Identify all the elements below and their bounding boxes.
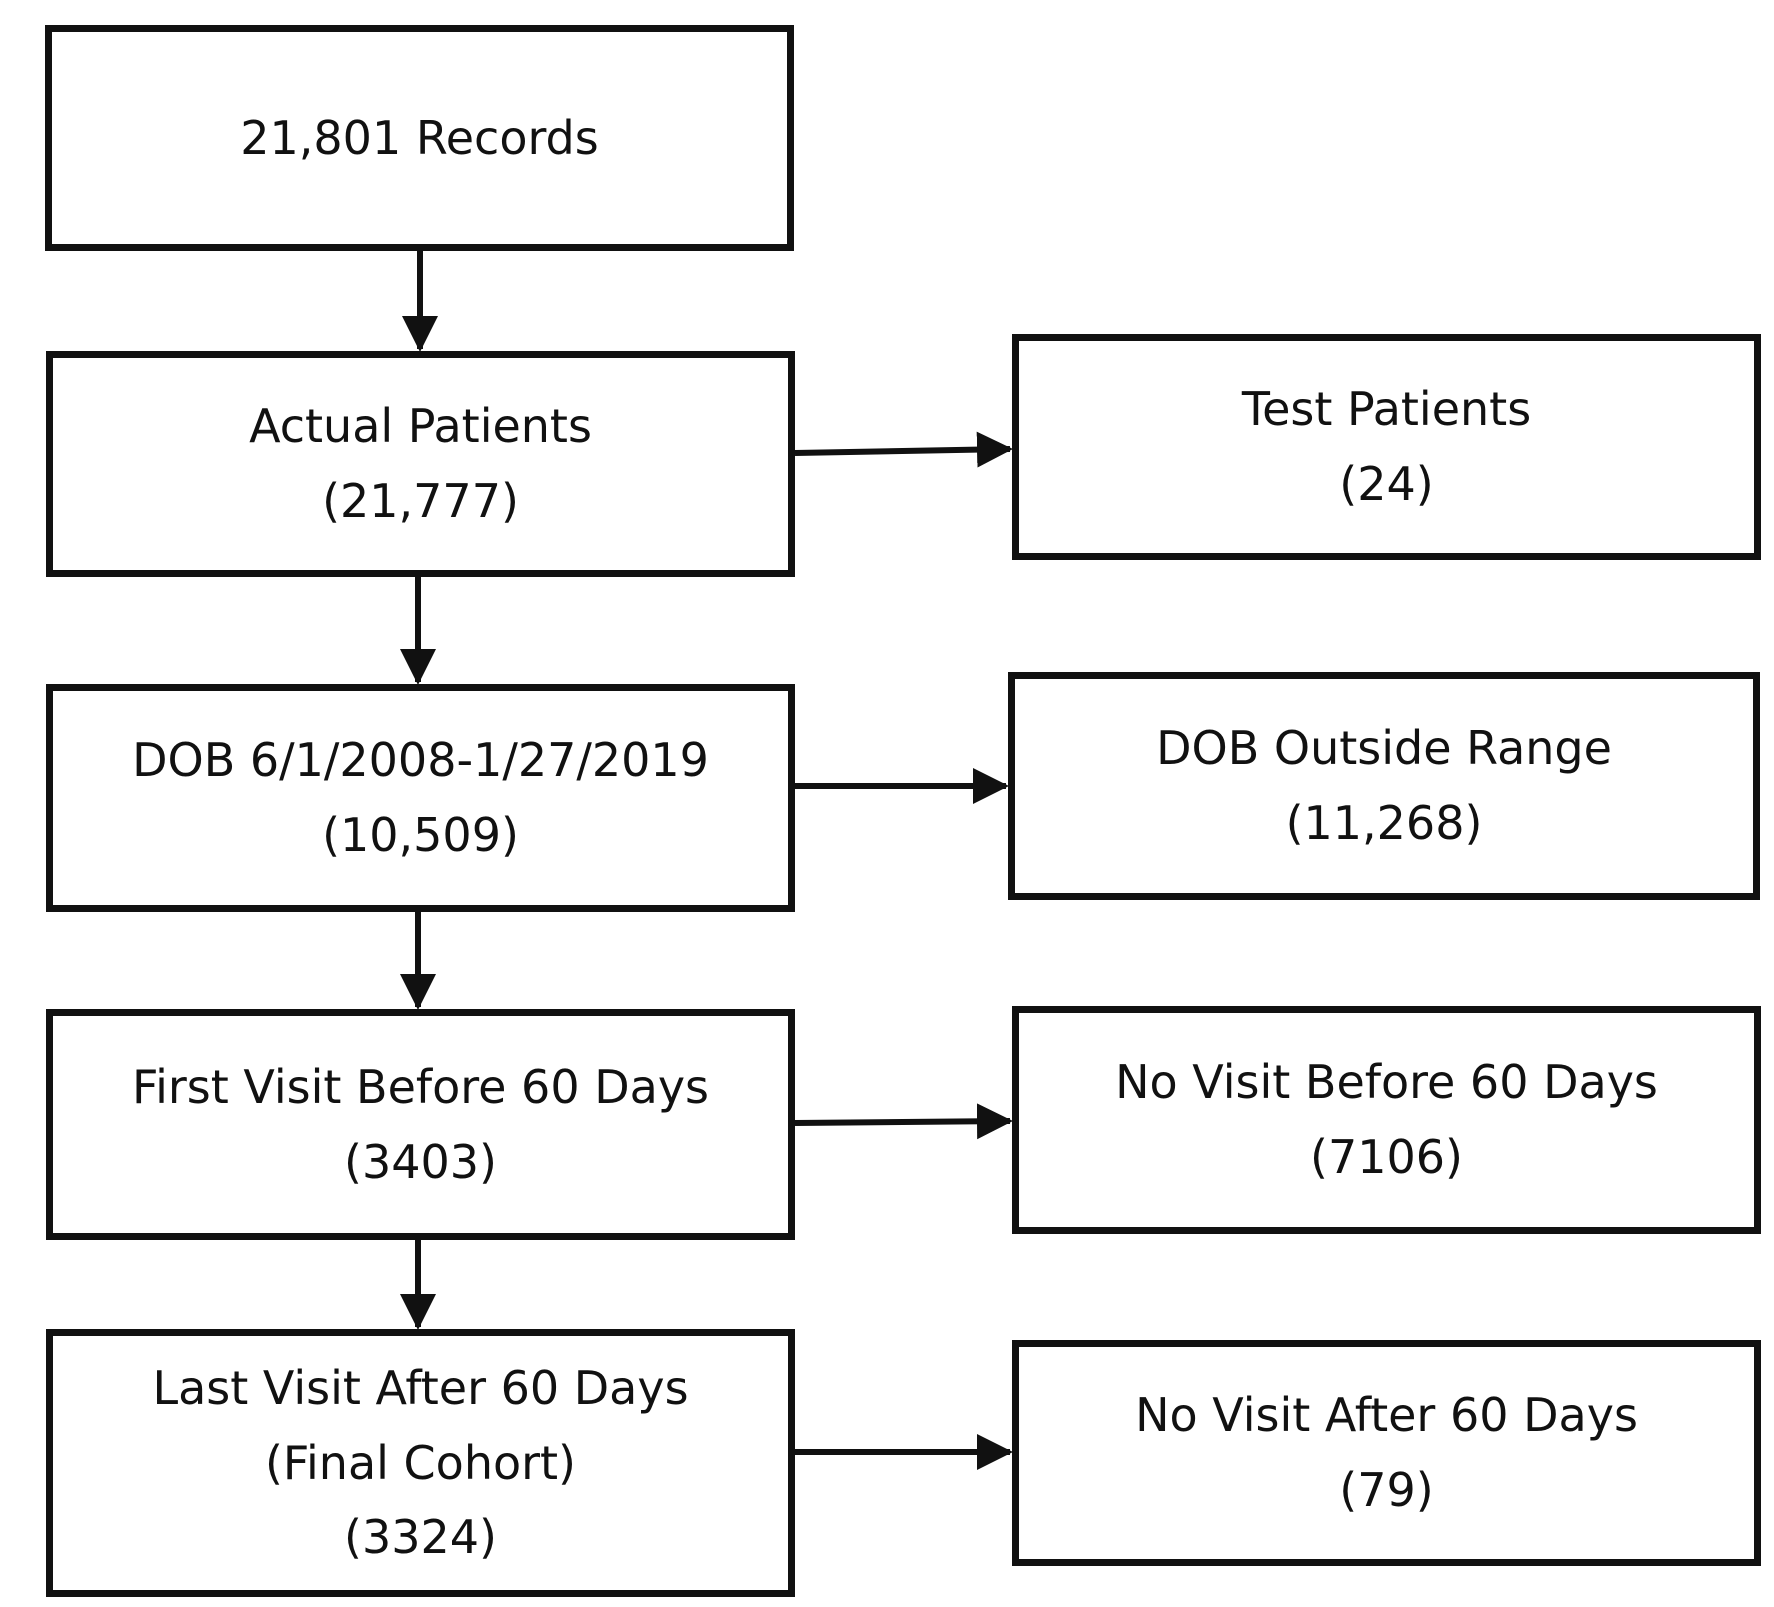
box-no-visit-before-line-1: No Visit Before 60 Days <box>1115 1055 1658 1110</box>
box-dob-outside-range-line-1: DOB Outside Range <box>1156 721 1612 776</box>
box-actual-patients-line-1: Actual Patients <box>249 399 592 454</box>
box-no-visit-before-count: (7106) <box>1310 1130 1463 1184</box>
box-final-cohort: Last Visit After 60 Days (Final Cohort) … <box>46 1329 795 1597</box>
box-no-visit-after-count: (79) <box>1339 1463 1434 1517</box>
box-no-visit-after: No Visit After 60 Days (79) <box>1012 1340 1761 1566</box>
box-dob-outside-range: DOB Outside Range (11,268) <box>1008 672 1760 900</box>
box-actual-patients: Actual Patients (21,777) <box>46 351 795 577</box>
box-first-visit: First Visit Before 60 Days (3403) <box>46 1009 795 1240</box>
box-dob-range-count: (10,509) <box>322 808 519 862</box>
box-test-patients-line-1: Test Patients <box>1241 382 1532 437</box>
box-records-line-1: 21,801 Records <box>240 110 599 165</box>
arrow-first-visit-to-no-visit-before <box>794 1103 1013 1140</box>
box-dob-range: DOB 6/1/2008-1/27/2019 (10,509) <box>46 684 795 912</box>
box-final-cohort-count: (3324) <box>344 1510 497 1565</box>
box-final-cohort-line-1: Last Visit After 60 Days <box>152 1361 689 1416</box>
box-test-patients: Test Patients (24) <box>1012 334 1761 560</box>
box-no-visit-before: No Visit Before 60 Days (7106) <box>1012 1006 1761 1234</box>
box-dob-outside-range-count: (11,268) <box>1285 796 1483 850</box>
box-test-patients-count: (24) <box>1339 457 1434 511</box>
box-dob-range-line-1: DOB 6/1/2008-1/27/2019 <box>132 733 709 788</box>
box-records: 21,801 Records <box>45 25 794 251</box>
box-actual-patients-count: (21,777) <box>322 474 519 528</box>
box-first-visit-line-1: First Visit Before 60 Days <box>131 1059 710 1114</box>
box-final-cohort-line-2: (Final Cohort) <box>264 1435 577 1490</box>
box-first-visit-count: (3403) <box>344 1134 497 1189</box>
box-no-visit-after-line-1: No Visit After 60 Days <box>1135 1388 1638 1443</box>
arrow-actual-to-test <box>794 431 1013 468</box>
